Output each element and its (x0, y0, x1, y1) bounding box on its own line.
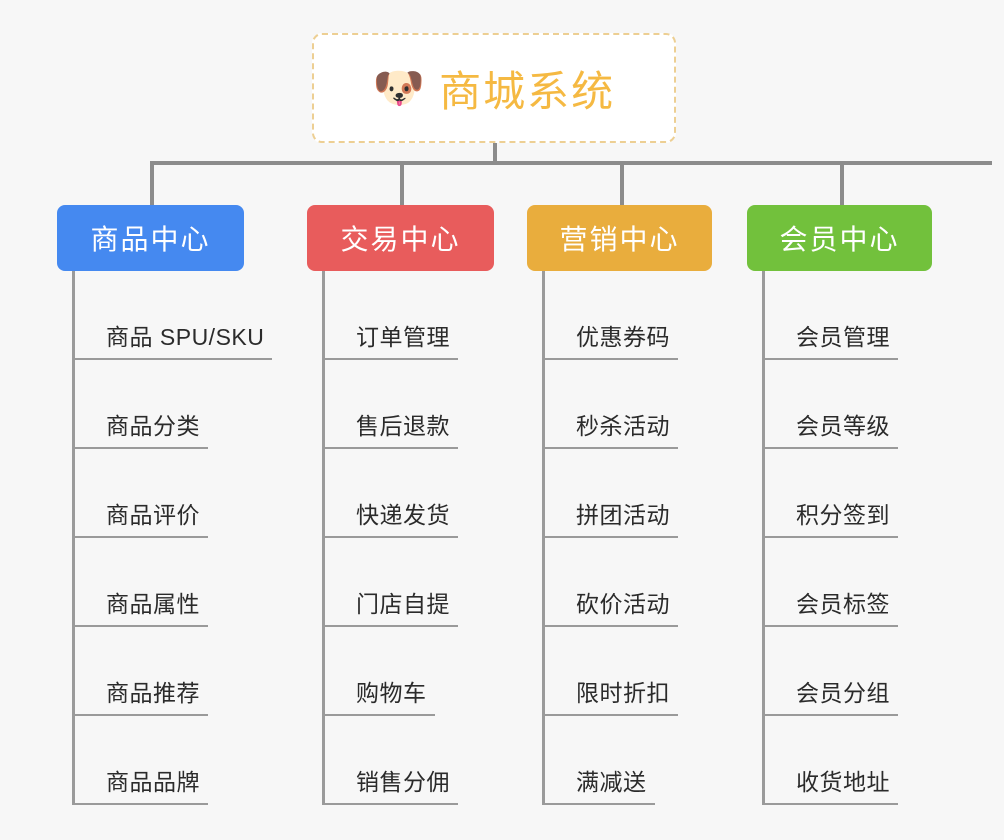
leaf-label: 商品评价 (106, 502, 200, 528)
list-item[interactable]: 快递发货 (322, 449, 458, 538)
list-item[interactable]: 订单管理 (322, 271, 458, 360)
leaf-label: 优惠券码 (576, 324, 670, 350)
leaf-underline: 秒杀活动 (542, 407, 678, 449)
list-item[interactable]: 商品推荐 (72, 627, 272, 716)
list-item[interactable]: 限时折扣 (542, 627, 678, 716)
leaf-underline: 会员标签 (762, 585, 898, 627)
category-label: 会员中心 (779, 224, 900, 255)
list-item[interactable]: 商品评价 (72, 449, 272, 538)
shiba-dog-face-icon: 🐶 (372, 64, 426, 111)
column-spine (762, 271, 765, 805)
leaf-underline: 会员管理 (762, 318, 898, 360)
category-box-member-center[interactable]: 会员中心 (747, 205, 932, 271)
list-item[interactable]: 商品分类 (72, 360, 272, 449)
list-item[interactable]: 售后退款 (322, 360, 458, 449)
leaf-underline: 拼团活动 (542, 496, 678, 538)
leaf-underline: 限时折扣 (542, 674, 678, 716)
leaf-underline: 满减送 (542, 763, 655, 805)
leaf-label: 商品 SPU/SKU (106, 324, 265, 350)
list-item[interactable]: 会员标签 (762, 538, 898, 627)
category-label: 交易中心 (340, 224, 461, 255)
leaf-label: 订单管理 (356, 324, 450, 350)
list-item[interactable]: 会员等级 (762, 360, 898, 449)
leaf-underline: 优惠券码 (542, 318, 678, 360)
root-title: 商城系统 (439, 67, 616, 115)
leaf-label: 会员标签 (796, 591, 890, 617)
leaf-underline: 门店自提 (322, 585, 458, 627)
leaf-underline: 商品分类 (72, 407, 208, 449)
column-spine (322, 271, 325, 805)
connector-drop-member-center (840, 161, 844, 205)
leaf-label: 销售分佣 (356, 769, 450, 795)
leaf-underline: 会员分组 (762, 674, 898, 716)
leaf-label: 门店自提 (356, 591, 450, 617)
list-item[interactable]: 拼团活动 (542, 449, 678, 538)
category-box-trade-center[interactable]: 交易中心 (307, 205, 494, 271)
leaf-label: 积分签到 (796, 502, 890, 528)
list-item[interactable]: 会员管理 (762, 271, 898, 360)
list-item[interactable]: 积分签到 (762, 449, 898, 538)
column-spine (542, 271, 545, 805)
connector-root-stem (493, 143, 497, 165)
leaf-label: 商品推荐 (106, 680, 200, 706)
leaf-underline: 砍价活动 (542, 585, 678, 627)
leaf-underline: 订单管理 (322, 318, 458, 360)
leaf-underline: 会员等级 (762, 407, 898, 449)
leaf-label: 拼团活动 (576, 502, 670, 528)
list-item[interactable]: 商品属性 (72, 538, 272, 627)
category-label: 营销中心 (559, 224, 680, 255)
list-item[interactable]: 砍价活动 (542, 538, 678, 627)
list-item[interactable]: 会员分组 (762, 627, 898, 716)
list-item[interactable]: 优惠券码 (542, 271, 678, 360)
leaf-list: 优惠券码秒杀活动拼团活动砍价活动限时折扣满减送 (542, 271, 678, 805)
leaf-list: 订单管理售后退款快递发货门店自提购物车销售分佣 (322, 271, 458, 805)
leaf-label: 购物车 (356, 680, 427, 706)
leaf-label: 会员分组 (796, 680, 890, 706)
leaf-list: 会员管理会员等级积分签到会员标签会员分组收货地址 (762, 271, 898, 805)
list-item[interactable]: 购物车 (322, 627, 458, 716)
leaf-label: 收货地址 (796, 769, 890, 795)
leaf-label: 商品属性 (106, 591, 200, 617)
leaf-label: 会员管理 (796, 324, 890, 350)
leaf-list: 商品 SPU/SKU 商品分类商品评价商品属性商品推荐商品品牌 (72, 271, 273, 805)
leaf-underline: 销售分佣 (322, 763, 458, 805)
list-item[interactable]: 门店自提 (322, 538, 458, 627)
list-item[interactable]: 销售分佣 (322, 716, 458, 805)
leaf-label: 快递发货 (356, 502, 450, 528)
list-item[interactable]: 满减送 (542, 716, 678, 805)
leaf-underline: 快递发货 (322, 496, 458, 538)
connector-drop-marketing-center (620, 161, 624, 205)
leaf-underline: 积分签到 (762, 496, 898, 538)
leaf-label: 满减送 (576, 769, 647, 795)
leaf-underline: 商品推荐 (72, 674, 208, 716)
list-item[interactable]: 商品 SPU/SKU (72, 271, 273, 360)
category-box-product-center[interactable]: 商品中心 (57, 205, 244, 271)
leaf-label: 商品分类 (106, 413, 200, 439)
leaf-label: 会员等级 (796, 413, 890, 439)
leaf-label: 商品品牌 (106, 769, 200, 795)
category-box-marketing-center[interactable]: 营销中心 (527, 205, 712, 271)
connector-horizontal-bus (150, 161, 992, 165)
connector-drop-product-center (150, 161, 154, 205)
leaf-underline: 收货地址 (762, 763, 898, 805)
list-item[interactable]: 商品品牌 (72, 716, 272, 805)
leaf-underline: 商品 SPU/SKU (72, 318, 273, 360)
leaf-underline: 商品评价 (72, 496, 208, 538)
leaf-underline: 商品品牌 (72, 763, 208, 805)
leaf-label: 售后退款 (356, 413, 450, 439)
category-label: 商品中心 (90, 224, 211, 255)
connector-drop-trade-center (400, 161, 404, 205)
root-node[interactable]: 🐶 商城系统 (312, 33, 676, 143)
leaf-label: 砍价活动 (576, 591, 670, 617)
column-spine (72, 271, 75, 805)
list-item[interactable]: 秒杀活动 (542, 360, 678, 449)
leaf-label: 秒杀活动 (576, 413, 670, 439)
leaf-label: 限时折扣 (576, 680, 670, 706)
leaf-underline: 购物车 (322, 674, 435, 716)
list-item[interactable]: 收货地址 (762, 716, 898, 805)
leaf-underline: 商品属性 (72, 585, 208, 627)
leaf-underline: 售后退款 (322, 407, 458, 449)
